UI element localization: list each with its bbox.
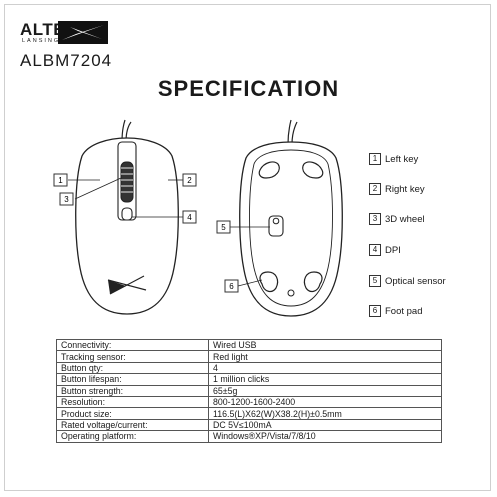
legend-number: 2: [369, 183, 381, 195]
table-row: Button qty:4: [56, 361, 442, 375]
legend-item: 1 Left key: [369, 153, 418, 165]
spec-value: DC 5V≤100mA: [208, 418, 442, 432]
callout-5: 5: [221, 223, 226, 232]
legend-label: Left key: [385, 153, 419, 165]
table-row: Operating platform:Windows®XP/Vista/7/8/…: [56, 430, 442, 443]
table-row: Button strength:65±5g: [56, 384, 442, 397]
legend-item: 4 DPI: [369, 244, 401, 256]
table-row: Button lifespan:1 million clicks: [56, 373, 442, 386]
brand-subtitle: LANSING: [22, 38, 61, 44]
legend-label: 3D wheel: [385, 213, 425, 225]
legend-label: Right key: [385, 183, 425, 195]
spec-value: Red light: [208, 350, 442, 363]
spec-key: Rated voltage/current:: [56, 418, 209, 432]
page-title: SPECIFICATION: [157, 76, 340, 101]
spec-key: Button qty:: [56, 361, 209, 375]
spec-value: 116.5(L)X62(W)X38.2(H)±0.5mm: [208, 407, 442, 420]
brand-emblem-icon: [58, 21, 108, 44]
table-row: Tracking sensor:Red light: [56, 350, 442, 363]
spec-key: Connectivity:: [56, 338, 209, 352]
spec-key: Product size:: [56, 407, 209, 420]
legend-number: 3: [369, 213, 381, 225]
legend-label: Optical sensor: [385, 275, 446, 287]
table-row: Connectivity:Wired USB: [56, 338, 442, 352]
spec-key: Tracking sensor:: [56, 350, 209, 363]
spec-value: Windows®XP/Vista/7/8/10: [208, 430, 442, 443]
table-row: Rated voltage/current:DC 5V≤100mA: [56, 418, 442, 432]
mouse-top-view: 1 2 3 4: [53, 119, 197, 315]
table-row: Product size:116.5(L)X62(W)X38.2(H)±0.5m…: [56, 407, 442, 420]
legend-number: 6: [369, 305, 381, 317]
page-frame: [4, 4, 491, 491]
spec-table: Connectivity:Wired USB Tracking sensor:R…: [56, 338, 442, 443]
spec-key: Resolution:: [56, 395, 209, 409]
mouse-bottom-view: 5 6: [216, 119, 343, 317]
table-row: Resolution:800-1200-1600-2400: [56, 395, 442, 409]
spec-value: Wired USB: [208, 338, 442, 352]
callout-4: 4: [187, 213, 192, 222]
legend-item: 3 3D wheel: [369, 213, 425, 225]
legend-number: 1: [369, 153, 381, 165]
legend-number: 4: [369, 244, 381, 256]
callout-2: 2: [187, 176, 192, 185]
spec-key: Operating platform:: [56, 430, 209, 443]
legend-label: DPI: [385, 244, 401, 256]
callout-6: 6: [229, 282, 234, 291]
spec-value: 4: [208, 361, 442, 375]
legend-item: 2 Right key: [369, 183, 425, 195]
legend-item: 5 Optical sensor: [369, 275, 446, 287]
spec-key: Button lifespan:: [56, 373, 209, 386]
spec-value: 65±5g: [208, 384, 442, 397]
callout-3: 3: [64, 195, 69, 204]
spec-value: 800-1200-1600-2400: [208, 395, 442, 409]
model-number: ALBM7204: [20, 51, 113, 70]
callout-1: 1: [58, 176, 63, 185]
legend-number: 5: [369, 275, 381, 287]
legend-label: Foot pad: [385, 305, 423, 317]
spec-value: 1 million clicks: [208, 373, 442, 386]
spec-key: Button strength:: [56, 384, 209, 397]
legend-item: 6 Foot pad: [369, 305, 423, 317]
